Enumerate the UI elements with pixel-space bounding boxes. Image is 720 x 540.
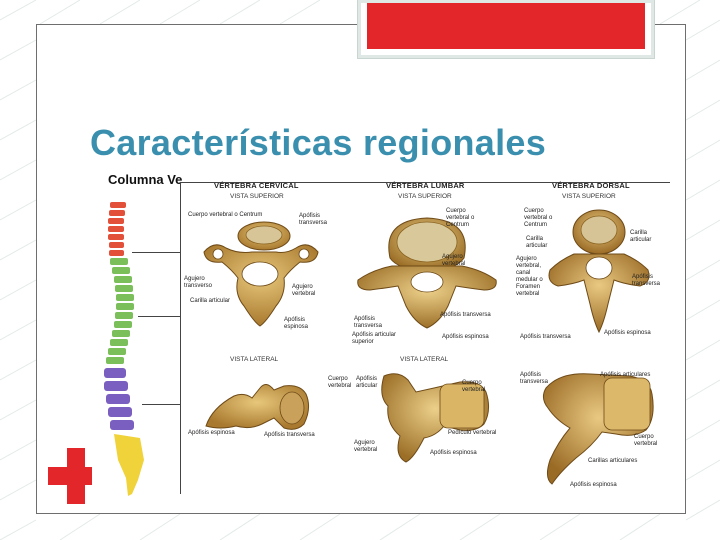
dorsal-label-lat-facets: Carillas articulares xyxy=(588,458,637,465)
dorsal-superior-illustration xyxy=(544,204,654,334)
bracket-vertical xyxy=(180,182,181,494)
lumbar-title: VÉRTEBRA LUMBAR xyxy=(386,181,465,190)
cervical-label-vertebral-foramen: Agujero vertebral xyxy=(292,284,324,298)
cervical-label-lat-spinous: Apófisis espinosa xyxy=(188,430,235,437)
cervical-label-body: Cuerpo vertebral o Centrum xyxy=(188,212,262,219)
lumbar-superior-view: VISTA SUPERIOR xyxy=(398,193,452,200)
bracket-lumbar xyxy=(142,404,180,405)
lumbar-label-lat-body: Cuerpo vertebral xyxy=(462,380,494,394)
cervical-lateral-illustration xyxy=(200,368,320,438)
cervical-label-transverse-foramen: Agujero transverso xyxy=(184,276,218,290)
column-label: Columna Ve xyxy=(108,172,188,187)
dorsal-label-transverse: Apófisis transversa xyxy=(520,334,571,341)
lumbar-label-transverse-r: Apófisis transversa xyxy=(440,312,491,319)
bracket-dorsal xyxy=(138,316,180,317)
cervical-label-lat-transverse: Apófisis transversa xyxy=(264,432,315,439)
dorsal-superior-view: VISTA SUPERIOR xyxy=(562,193,616,200)
dorsal-label-lat-body: Cuerpo vertebral xyxy=(634,434,664,448)
lumbar-label-lat-foramen: Agujero vertebral xyxy=(354,440,384,454)
dorsal-label-transverse-r: Apófisis transversa xyxy=(632,274,664,288)
cervical-lateral-view: VISTA LATERAL xyxy=(230,356,278,363)
dorsal-label-body: Cuerpo vertebral o Centrum xyxy=(524,208,554,229)
slide-title: Características regionales xyxy=(90,122,546,164)
lumbar-label-lat-spinous: Apófisis espinosa xyxy=(430,450,477,457)
lumbar-lateral-view: VISTA LATERAL xyxy=(400,356,448,363)
lumbar-label-transverse: Apófisis transversa xyxy=(354,316,384,330)
cervical-label-transverse: Apófisis transversa xyxy=(299,213,329,227)
cervical-title: VÉRTEBRA CERVICAL xyxy=(214,181,299,190)
cervical-superior-view: VISTA SUPERIOR xyxy=(230,193,284,200)
dorsal-label-articular-facet-r: Carilla articular xyxy=(630,230,658,244)
spine-illustration xyxy=(98,198,158,498)
dorsal-label-lat-articular: Apófisis articulares xyxy=(600,372,650,379)
cervical-superior-illustration xyxy=(196,218,326,328)
dorsal-lateral-illustration xyxy=(530,368,660,488)
top-accent-tab xyxy=(358,0,654,58)
vertebrae-figure: Columna Ve xyxy=(92,168,672,498)
bracket-cervical xyxy=(132,252,180,253)
dorsal-label-spinous: Apófisis espinosa xyxy=(604,330,651,337)
top-accent-fill xyxy=(367,3,645,49)
lumbar-label-vertebral-foramen: Agujero vertebral xyxy=(442,254,472,268)
lumbar-label-lat-articular: Apófisis articular xyxy=(356,376,384,390)
lumbar-label-lat-pedicle: Pedículo vertebral xyxy=(448,430,496,437)
lumbar-label-body: Cuerpo vertebral o Centrum xyxy=(446,208,480,229)
cervical-label-articular-facet: Carilla articular xyxy=(190,298,230,305)
dorsal-label-lat-transverse: Apófisis transversa xyxy=(520,372,550,386)
dorsal-label-articular-facet: Carilla articular xyxy=(526,236,554,250)
dorsal-label-lat-spinous: Apófisis espinosa xyxy=(570,482,617,489)
lumbar-label-spinous: Apófisis espinosa xyxy=(442,334,489,341)
dorsal-title: VÉRTEBRA DORSAL xyxy=(552,181,630,190)
dorsal-label-vertebral-foramen: Agujero vertebral, canal medular o Foram… xyxy=(516,256,550,298)
cervical-label-spinous: Apófisis espinosa xyxy=(284,317,316,331)
lumbar-label-superior-articular: Apófisis articular superior xyxy=(352,332,398,346)
